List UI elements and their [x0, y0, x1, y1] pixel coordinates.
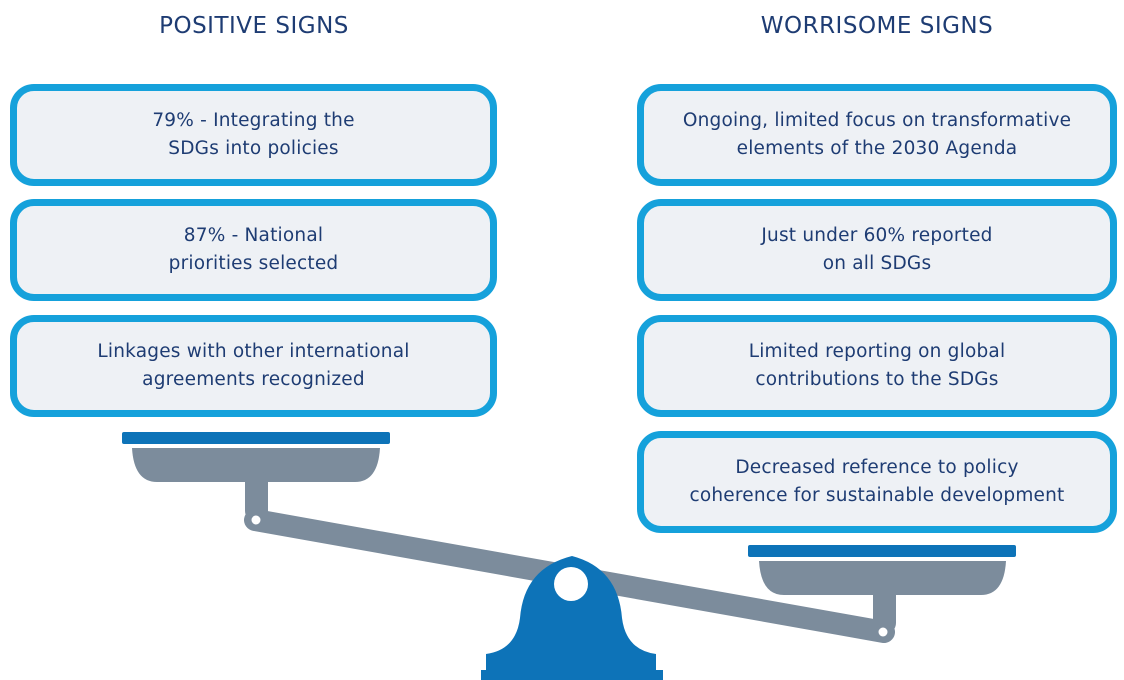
- left-pan-bowl: [132, 448, 380, 482]
- positive-sign-text: 87% - National priorities selected: [168, 225, 339, 274]
- worrisome-sign-box: Ongoing, limited focus on transformative…: [637, 84, 1117, 186]
- pivot-body: [486, 556, 656, 672]
- worrisome-sign-text: Decreased reference to policy coherence …: [689, 457, 1065, 506]
- pivot-base: [481, 670, 663, 680]
- positive-sign-text: 79% - Integrating the SDGs into policies: [152, 110, 355, 159]
- right-pan-hanger: [873, 582, 896, 634]
- right-beam-pin: [876, 625, 890, 639]
- left-pan: [122, 432, 390, 522]
- right-pan-bowl: [759, 561, 1006, 595]
- positive-sign-box: 79% - Integrating the SDGs into policies: [10, 84, 497, 186]
- worrisome-sign-text: Just under 60% reported on all SDGs: [761, 225, 993, 274]
- worrisome-sign-text: Limited reporting on global contribution…: [748, 341, 1006, 390]
- worrisome-signs-title: WORRISOME SIGNS: [760, 13, 994, 39]
- worrisome-sign-box: Decreased reference to policy coherence …: [637, 431, 1117, 533]
- right-pan-top-bar: [748, 545, 1016, 557]
- worrisome-sign-box: Limited reporting on global contribution…: [637, 315, 1117, 417]
- scale-beam: [244, 509, 895, 643]
- left-beam-pin: [249, 513, 263, 527]
- positive-sign-text: Linkages with other international agreem…: [97, 341, 410, 390]
- scale-pivot: [481, 556, 663, 680]
- pivot-hole: [554, 567, 588, 601]
- left-pan-hanger: [245, 470, 268, 522]
- right-pan: [748, 545, 1016, 634]
- left-pan-top-bar: [122, 432, 390, 444]
- worrisome-sign-box: Just under 60% reported on all SDGs: [637, 199, 1117, 301]
- positive-sign-box: 87% - National priorities selected: [10, 199, 497, 301]
- worrisome-sign-text: Ongoing, limited focus on transformative…: [682, 110, 1072, 159]
- positive-sign-box: Linkages with other international agreem…: [10, 315, 497, 417]
- positive-signs-title: POSITIVE SIGNS: [159, 13, 349, 39]
